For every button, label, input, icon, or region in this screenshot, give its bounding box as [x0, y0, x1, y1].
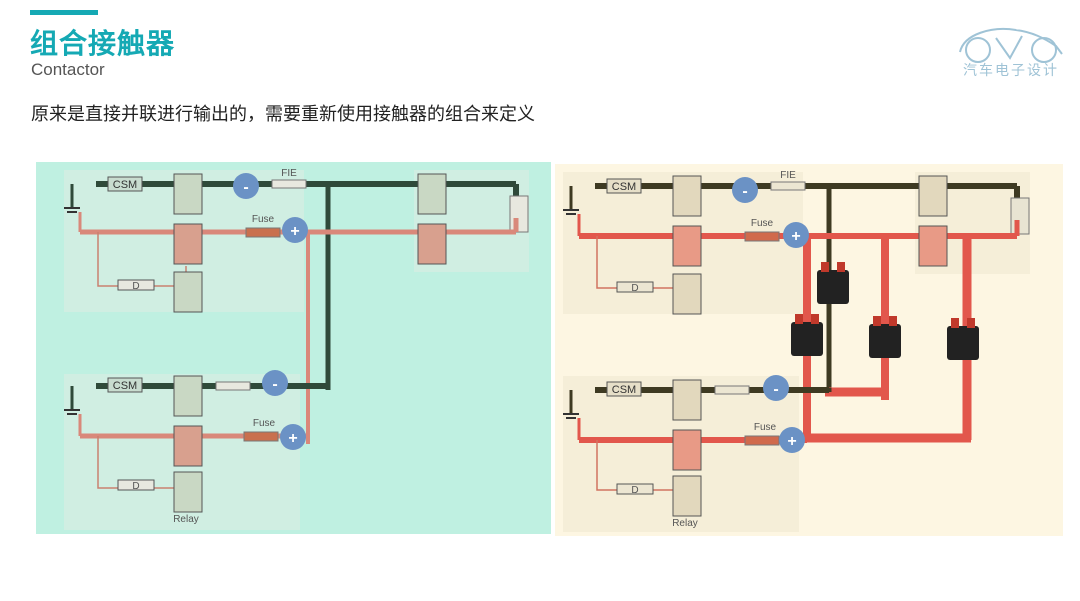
svg-text:Relay: Relay — [672, 518, 698, 529]
svg-text:+: + — [787, 433, 796, 450]
negative-terminal — [233, 173, 259, 199]
svg-text:+: + — [288, 430, 297, 447]
svg-text:-: - — [243, 179, 248, 196]
fuse-label: Fuse — [252, 214, 275, 225]
svg-text:+: + — [791, 228, 800, 245]
svg-text:D: D — [631, 283, 638, 294]
logo-text: 汽车电子设计 — [963, 63, 1059, 79]
description-text: 原来是直接并联进行输出的，需要重新使用接触器的组合来定义 — [31, 104, 535, 125]
relay-label: Relay — [173, 514, 199, 525]
title-accent-bar — [30, 10, 98, 15]
svg-text:CSM: CSM — [612, 384, 636, 396]
svg-text:CSM: CSM — [612, 181, 636, 193]
original-parallel-diagram: CSM D FIE Fuse - + CSM D Relay — [36, 162, 551, 534]
positive-terminal — [282, 217, 308, 243]
svg-text:D: D — [132, 481, 139, 492]
contactor-icon — [947, 318, 979, 360]
contactor-combination-diagram: CSM D FIE Fuse - + — [555, 164, 1063, 536]
contactor-icon — [791, 314, 823, 356]
svg-text:-: - — [773, 381, 778, 398]
svg-text:Fuse: Fuse — [751, 218, 774, 229]
car-outline-icon — [959, 28, 1063, 63]
svg-text:D: D — [132, 281, 139, 292]
svg-text:FIE: FIE — [281, 168, 297, 179]
svg-text:CSM: CSM — [113, 380, 137, 392]
contactor-icon — [817, 262, 849, 304]
svg-text:FIE: FIE — [780, 170, 796, 181]
svg-text:+: + — [290, 223, 299, 240]
contactor-icon — [869, 316, 901, 358]
svg-text:Fuse: Fuse — [253, 418, 276, 429]
page-subtitle: Contactor — [31, 60, 105, 79]
csm-label: CSM — [113, 179, 137, 191]
svg-text:Fuse: Fuse — [754, 422, 777, 433]
page-title: 组合接触器 — [30, 27, 176, 60]
svg-text:D: D — [631, 485, 638, 496]
svg-text:-: - — [272, 376, 277, 393]
svg-text:-: - — [742, 183, 747, 200]
